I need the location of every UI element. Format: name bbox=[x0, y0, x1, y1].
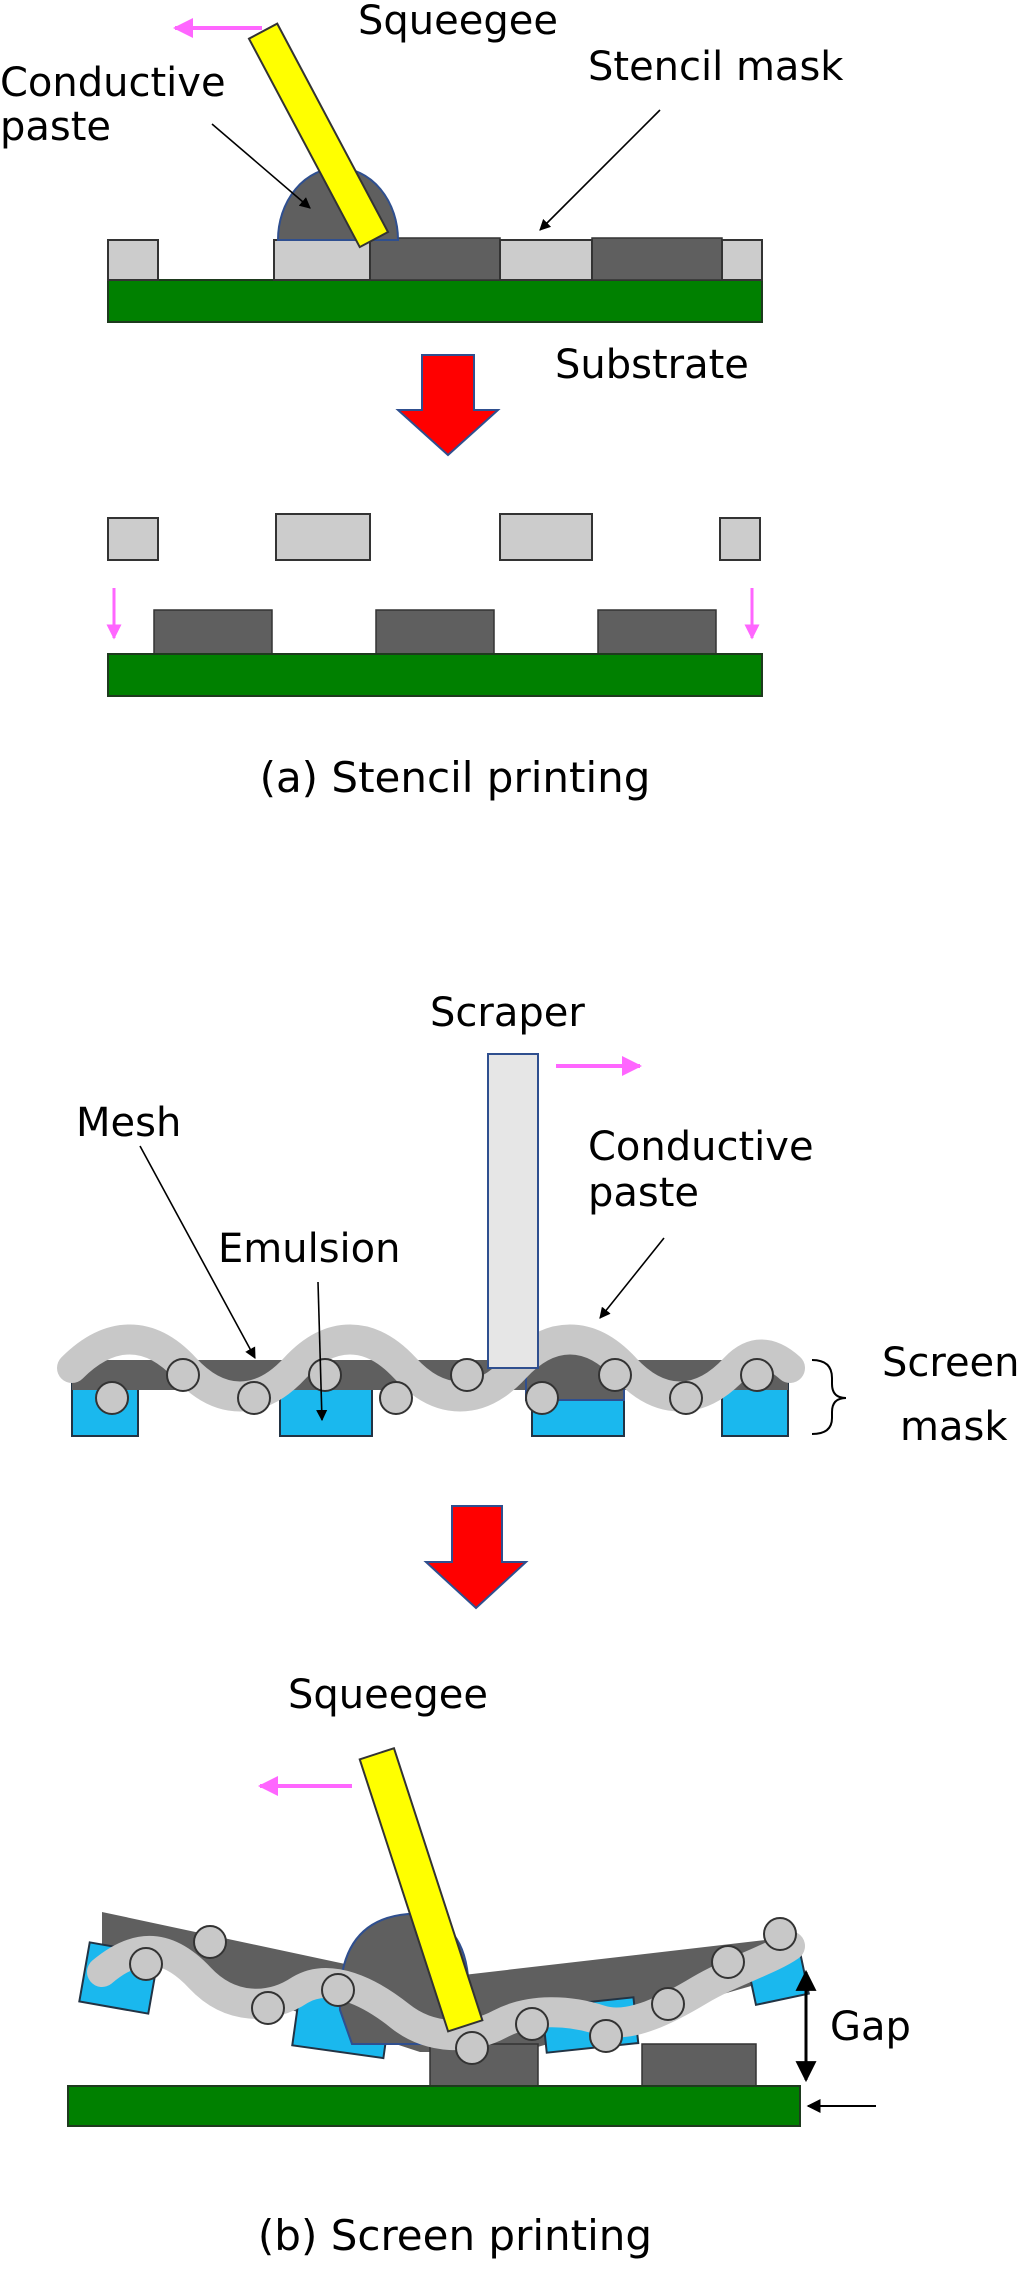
mesh-leader bbox=[139, 1145, 256, 1359]
mesh-thread bbox=[450, 1358, 484, 1392]
process-arrow-b bbox=[423, 1505, 529, 1610]
mesh-thread-b bbox=[251, 1991, 285, 2025]
mesh-thread bbox=[379, 1381, 413, 1415]
caption-a: (a) Stencil printing bbox=[260, 753, 651, 802]
stencil-mask-segment bbox=[273, 239, 371, 281]
mesh-thread-b bbox=[711, 1945, 745, 1979]
gap-label: Gap bbox=[830, 2004, 911, 2050]
mesh-thread bbox=[598, 1358, 632, 1392]
paste-label-b-line2: paste bbox=[588, 1170, 699, 1216]
stencil-mask-label: Stencil mask bbox=[588, 44, 844, 90]
paste-leader bbox=[211, 123, 311, 209]
paste-label-a-line2: paste bbox=[0, 104, 111, 150]
printed-pattern-b bbox=[641, 2043, 757, 2087]
mesh-thread bbox=[525, 1381, 559, 1415]
mesh-thread bbox=[669, 1381, 703, 1415]
screen-mask-label-line2: mask bbox=[900, 1404, 1008, 1450]
lifted-stencil-segment bbox=[107, 517, 159, 561]
process-arrow-a bbox=[395, 354, 501, 457]
mesh-thread-b bbox=[193, 1925, 227, 1959]
paste-pad bbox=[369, 237, 501, 281]
stencil-mask-segment bbox=[107, 239, 159, 281]
paste-leader-b bbox=[599, 1237, 665, 1319]
mesh-thread-b bbox=[129, 1947, 163, 1981]
stencil-mask-segment bbox=[721, 239, 763, 281]
mesh-thread-b bbox=[589, 2019, 623, 2053]
mesh-thread bbox=[740, 1358, 774, 1392]
mesh-thread bbox=[308, 1358, 342, 1392]
paste-label-a-line1: Conductive bbox=[0, 60, 226, 106]
squeegee-label-b: Squeegee bbox=[288, 1672, 488, 1718]
scraper bbox=[487, 1053, 539, 1369]
mesh-thread bbox=[237, 1381, 271, 1415]
caption-b: (b) Screen printing bbox=[258, 2211, 652, 2260]
substrate-a2 bbox=[107, 653, 763, 697]
panel-screen-printing: Scraper Mesh Emulsion Conductive paste S… bbox=[57, 990, 1020, 2260]
mesh-thread bbox=[95, 1381, 129, 1415]
lifted-stencil-segment bbox=[275, 513, 371, 561]
printed-pattern bbox=[597, 609, 717, 655]
mesh-label: Mesh bbox=[76, 1100, 181, 1146]
substrate-b bbox=[67, 2085, 801, 2127]
mesh-thread-b bbox=[321, 1973, 355, 2007]
paste-label-b-line1: Conductive bbox=[588, 1124, 814, 1170]
mesh-thread bbox=[166, 1358, 200, 1392]
stencil-leader bbox=[539, 109, 661, 231]
lifted-stencil-segment bbox=[499, 513, 593, 561]
printed-pattern bbox=[153, 609, 273, 655]
paste-pad bbox=[591, 237, 723, 281]
emulsion-leader bbox=[316, 1281, 328, 1422]
mesh-thread-b bbox=[455, 2031, 489, 2065]
lifted-stencil-segment bbox=[719, 517, 761, 561]
stencil-mask-segment bbox=[499, 239, 593, 281]
squeegee-b bbox=[358, 1746, 484, 2033]
mesh-wire-deformed bbox=[87, 1931, 805, 2051]
panel-stencil-printing: Squeegee Conductive paste Stencil mask S… bbox=[0, 0, 844, 802]
mesh-thread-b bbox=[763, 1917, 797, 1951]
substrate-a bbox=[107, 279, 763, 323]
printed-pattern bbox=[375, 609, 495, 655]
mesh-thread-b bbox=[651, 1987, 685, 2021]
squeegee-label-a: Squeegee bbox=[358, 0, 558, 44]
scraper-label: Scraper bbox=[430, 990, 585, 1036]
mesh-thread-b bbox=[515, 2007, 549, 2041]
emulsion-label: Emulsion bbox=[218, 1226, 400, 1272]
squeegee-a bbox=[247, 22, 390, 249]
screen-mask-label-line1: Screen bbox=[882, 1340, 1020, 1386]
screen-mask-brace bbox=[811, 1359, 847, 1435]
substrate-label: Substrate bbox=[555, 342, 749, 388]
